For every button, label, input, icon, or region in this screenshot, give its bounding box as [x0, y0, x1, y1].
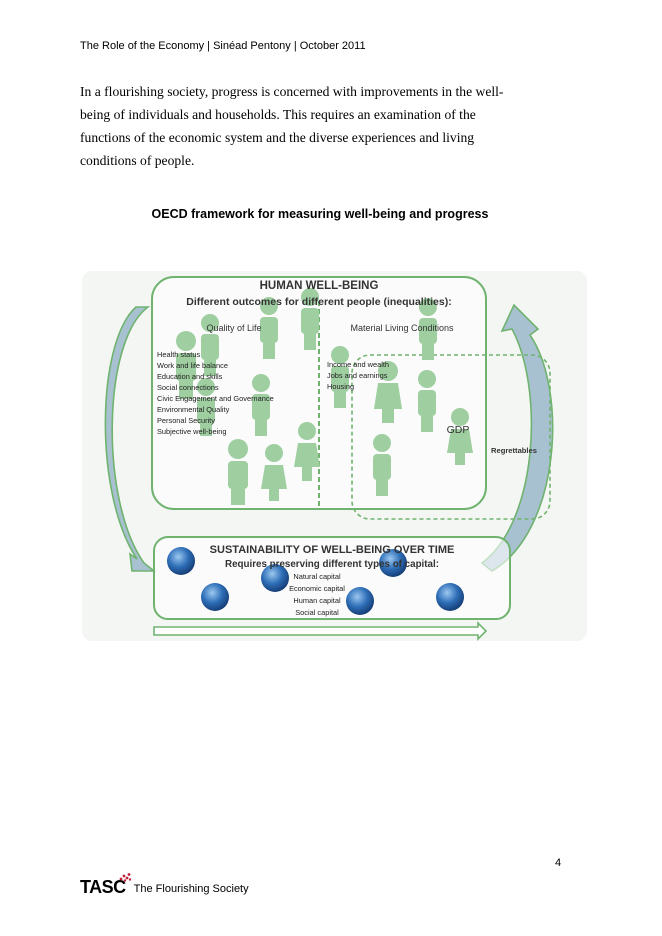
time-arrow — [153, 621, 488, 641]
logo-dots-icon — [119, 873, 132, 882]
page-header: The Role of the Economy | Sinéad Pentony… — [80, 40, 366, 52]
globe-icon — [201, 583, 229, 611]
oecd-framework-diagram: HUMAN WELL-BEING Different outcomes for … — [82, 271, 587, 641]
sustainability-heading: SUSTAINABILITY OF WELL-BEING OVER TIME — [210, 544, 455, 556]
intro-line: being of individuals and households. Thi… — [80, 107, 476, 122]
intro-paragraph: In a flourishing society, progress is co… — [80, 80, 560, 172]
material-conditions-title: Material Living Conditions — [350, 323, 454, 333]
material-item: Income and wealth — [327, 360, 389, 369]
regrettables-label: Regrettables — [491, 446, 537, 455]
right-cycle-arrow — [480, 303, 554, 572]
globe-icon — [379, 549, 407, 577]
capital-item: Social capital — [295, 608, 339, 617]
quality-item: Work and life balance — [157, 361, 228, 370]
capital-item: Natural capital — [293, 572, 341, 581]
capital-item: Human capital — [293, 596, 341, 605]
wellbeing-heading: HUMAN WELL-BEING — [260, 280, 379, 292]
wellbeing-subheading: Different outcomes for different people … — [186, 296, 451, 308]
sustainability-box — [153, 536, 511, 620]
page-footer: TASC The Flourishing Society — [80, 872, 249, 896]
intro-line: functions of the economic system and the… — [80, 130, 475, 145]
quality-item: Environmental Quality — [157, 405, 230, 414]
left-cycle-arrow — [104, 306, 157, 572]
capital-item: Economic capital — [289, 584, 345, 593]
quality-item: Social connections — [157, 383, 219, 392]
quality-item: Civic Engagement and Governance — [157, 394, 274, 403]
globe-icon — [346, 587, 374, 615]
quality-of-life-title: Quality of Life — [206, 323, 261, 333]
footer-text: The Flourishing Society — [133, 883, 249, 895]
quality-item: Health status — [157, 350, 200, 359]
material-item: Jobs and earnings — [327, 371, 388, 380]
quality-item: Personal Security — [157, 416, 215, 425]
people-figures — [176, 288, 473, 505]
quality-item: Education and skills — [157, 372, 223, 381]
globe-icon — [436, 583, 464, 611]
intro-line: conditions of people. — [80, 153, 195, 168]
globe-icon — [261, 564, 289, 592]
page-number: 4 — [555, 857, 562, 869]
gdp-boundary — [351, 354, 551, 520]
tasc-logo: TASC — [80, 873, 132, 897]
material-item: Housing — [327, 382, 354, 391]
sustainability-subheading: Requires preserving different types of c… — [225, 559, 439, 570]
gdp-label: GDP — [447, 424, 470, 436]
quality-item: Subjective well-being — [157, 427, 226, 436]
logo-text: TASC — [80, 877, 126, 897]
intro-line: In a flourishing society, progress is co… — [80, 84, 504, 99]
figure-title: OECD framework for measuring well-being … — [151, 207, 489, 221]
globe-icons — [167, 547, 464, 615]
globe-icon — [167, 547, 195, 575]
